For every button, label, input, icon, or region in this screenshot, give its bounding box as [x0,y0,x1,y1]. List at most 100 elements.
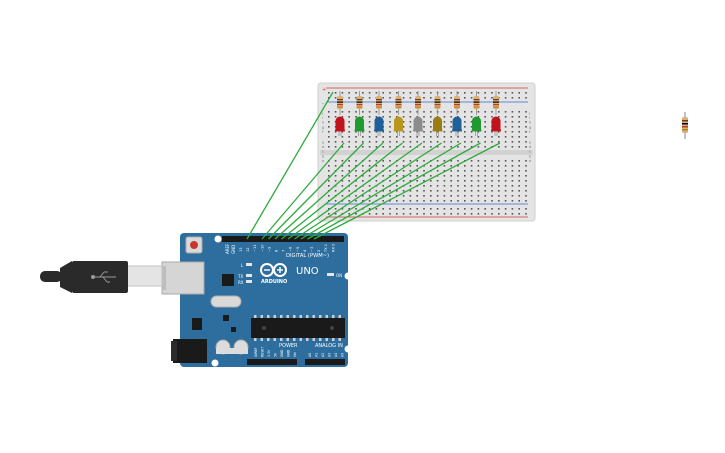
breadboard-hole[interactable] [464,92,466,94]
breadboard-hole[interactable] [368,160,371,162]
breadboard-hole[interactable] [464,208,466,210]
breadboard-hole[interactable] [348,97,350,99]
breadboard-hole[interactable] [375,190,378,192]
breadboard-hole[interactable] [450,136,452,138]
breadboard-hole[interactable] [334,180,337,182]
breadboard-hole[interactable] [518,97,520,99]
breadboard-hole[interactable] [375,136,378,138]
breadboard-hole[interactable] [504,170,507,172]
breadboard-hole[interactable] [423,175,425,177]
breadboard-hole[interactable] [368,195,371,197]
breadboard-hole[interactable] [511,146,514,148]
breadboard-hole[interactable] [491,97,493,99]
breadboard-hole[interactable] [464,146,466,148]
breadboard-hole[interactable] [416,136,418,138]
breadboard-hole[interactable] [450,121,452,123]
breadboard-hole[interactable] [450,146,452,148]
breadboard-hole[interactable] [477,185,480,187]
breadboard-hole[interactable] [504,131,507,133]
breadboard-hole[interactable] [504,160,507,162]
led[interactable] [394,116,403,132]
breadboard-hole[interactable] [402,116,405,118]
breadboard-hole[interactable] [443,111,446,113]
breadboard-hole[interactable] [470,200,473,202]
breadboard-hole[interactable] [423,180,425,182]
breadboard-hole[interactable] [341,195,344,197]
breadboard-hole[interactable] [328,213,330,215]
breadboard-hole[interactable] [511,126,514,128]
breadboard-hole[interactable] [484,200,486,202]
breadboard-hole[interactable] [484,97,486,99]
breadboard-hole[interactable] [402,136,405,138]
breadboard-hole[interactable] [498,170,500,172]
breadboard-hole[interactable] [477,170,480,172]
breadboard-hole[interactable] [525,165,527,167]
breadboard-hole[interactable] [477,146,480,148]
breadboard-hole[interactable] [525,116,527,118]
breadboard-hole[interactable] [498,165,500,167]
breadboard-hole[interactable] [334,190,337,192]
breadboard-hole[interactable] [484,146,486,148]
breadboard-hole[interactable] [470,136,473,138]
breadboard-hole[interactable] [375,146,378,148]
breadboard-hole[interactable] [416,165,418,167]
breadboard-hole[interactable] [470,126,473,128]
breadboard-hole[interactable] [504,121,507,123]
breadboard-hole[interactable] [443,146,446,148]
breadboard-hole[interactable] [368,121,371,123]
breadboard-hole[interactable] [498,131,500,133]
led[interactable] [335,116,345,132]
breadboard-hole[interactable] [368,92,371,94]
breadboard-hole[interactable] [525,175,527,177]
breadboard-hole[interactable] [368,170,371,172]
breadboard-hole[interactable] [450,190,452,192]
breadboard-hole[interactable] [443,131,446,133]
breadboard-hole[interactable] [375,160,378,162]
breadboard-hole[interactable] [368,111,371,113]
breadboard-hole[interactable] [511,200,514,202]
breadboard-hole[interactable] [375,180,378,182]
breadboard-hole[interactable] [341,146,344,148]
breadboard-hole[interactable] [498,208,500,210]
breadboard-hole[interactable] [498,111,500,113]
breadboard-hole[interactable] [348,190,350,192]
breadboard-hole[interactable] [389,111,391,113]
breadboard-hole[interactable] [389,131,391,133]
breadboard-hole[interactable] [409,97,412,99]
breadboard-hole[interactable] [348,160,350,162]
breadboard-hole[interactable] [477,165,480,167]
breadboard-hole[interactable] [362,175,364,177]
breadboard-hole[interactable] [348,175,350,177]
breadboard-hole[interactable] [423,200,425,202]
breadboard-hole[interactable] [511,195,514,197]
breadboard-hole[interactable] [477,175,480,177]
breadboard-hole[interactable] [470,185,473,187]
breadboard-hole[interactable] [375,141,378,143]
breadboard-hole[interactable] [362,136,364,138]
breadboard-hole[interactable] [396,136,398,138]
breadboard-hole[interactable] [484,208,486,210]
breadboard-hole[interactable] [470,146,473,148]
breadboard-hole[interactable] [368,190,371,192]
breadboard-hole[interactable] [341,136,344,138]
breadboard-hole[interactable] [416,200,418,202]
breadboard-hole[interactable] [450,97,452,99]
breadboard-hole[interactable] [464,136,466,138]
breadboard-hole[interactable] [443,116,446,118]
breadboard-hole[interactable] [409,165,412,167]
breadboard-hole[interactable] [402,146,405,148]
breadboard-hole[interactable] [477,141,480,143]
breadboard-hole[interactable] [477,116,480,118]
breadboard-hole[interactable] [511,185,514,187]
breadboard-hole[interactable] [504,141,507,143]
breadboard-hole[interactable] [423,116,425,118]
breadboard-hole[interactable] [409,160,412,162]
breadboard-hole[interactable] [525,190,527,192]
breadboard-hole[interactable] [409,208,412,210]
breadboard-hole[interactable] [525,141,527,143]
breadboard-hole[interactable] [436,170,439,172]
breadboard-hole[interactable] [355,185,357,187]
breadboard-hole[interactable] [334,146,337,148]
breadboard-hole[interactable] [409,200,412,202]
